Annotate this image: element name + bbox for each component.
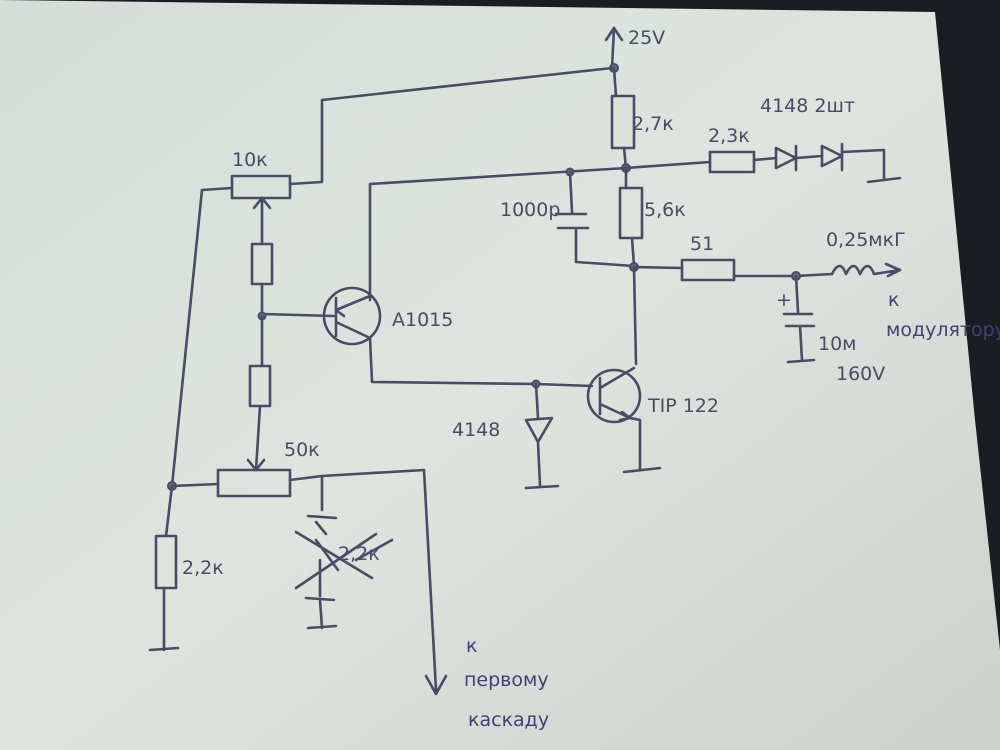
crossed-out-branch: 2,2к: [294, 474, 394, 630]
transistor-tip122-label: TIP 122: [647, 395, 719, 417]
diode-2: [820, 142, 844, 172]
resistor-r-mid-label: 5,6к: [644, 199, 686, 221]
supply-label: 25V: [628, 27, 665, 49]
resistor-r-out-label: 51: [690, 233, 714, 255]
wire-supply-pot: [288, 66, 614, 186]
diode-clamp: [524, 382, 560, 490]
capacitor-c-feedback-label: 1000р: [500, 199, 560, 221]
input-annotation-2: первому: [464, 669, 549, 691]
pot-bottom-label: 50к: [284, 439, 320, 461]
crossed-out-label: 2,2к: [338, 543, 380, 565]
inductor: [830, 262, 902, 278]
capacitor-c-output: [782, 274, 816, 364]
capacitor-polarity: +: [776, 289, 792, 311]
output-annotation-1: к: [888, 289, 899, 311]
input-annotation-3: каскаду: [468, 709, 549, 731]
transistor-tip122: [586, 368, 642, 424]
inductor-label: 0,25мкГ: [826, 229, 906, 251]
input-annotation-1: к: [466, 635, 477, 657]
capacitor-c-output-voltage: 160V: [836, 363, 885, 385]
resistor-r-out: [680, 258, 736, 282]
resistor-r-series: [708, 150, 756, 174]
transistor-a1015-label: A1015: [392, 309, 453, 331]
resistor-r-bottom-left: [154, 534, 178, 590]
resistor-r-series-label: 2,3к: [708, 125, 750, 147]
capacitor-c-output-label: 10м: [818, 333, 857, 355]
diode-clamp-label: 4148: [452, 419, 500, 441]
diodes-series-label: 4148 2шт: [760, 95, 855, 117]
resistor-r-bottom-left-label: 2,2к: [182, 557, 224, 579]
resistor-r-top-label: 2,7к: [632, 113, 674, 135]
pot-top-label: 10к: [232, 149, 268, 171]
output-annotation-2: модулятору: [886, 319, 1000, 341]
